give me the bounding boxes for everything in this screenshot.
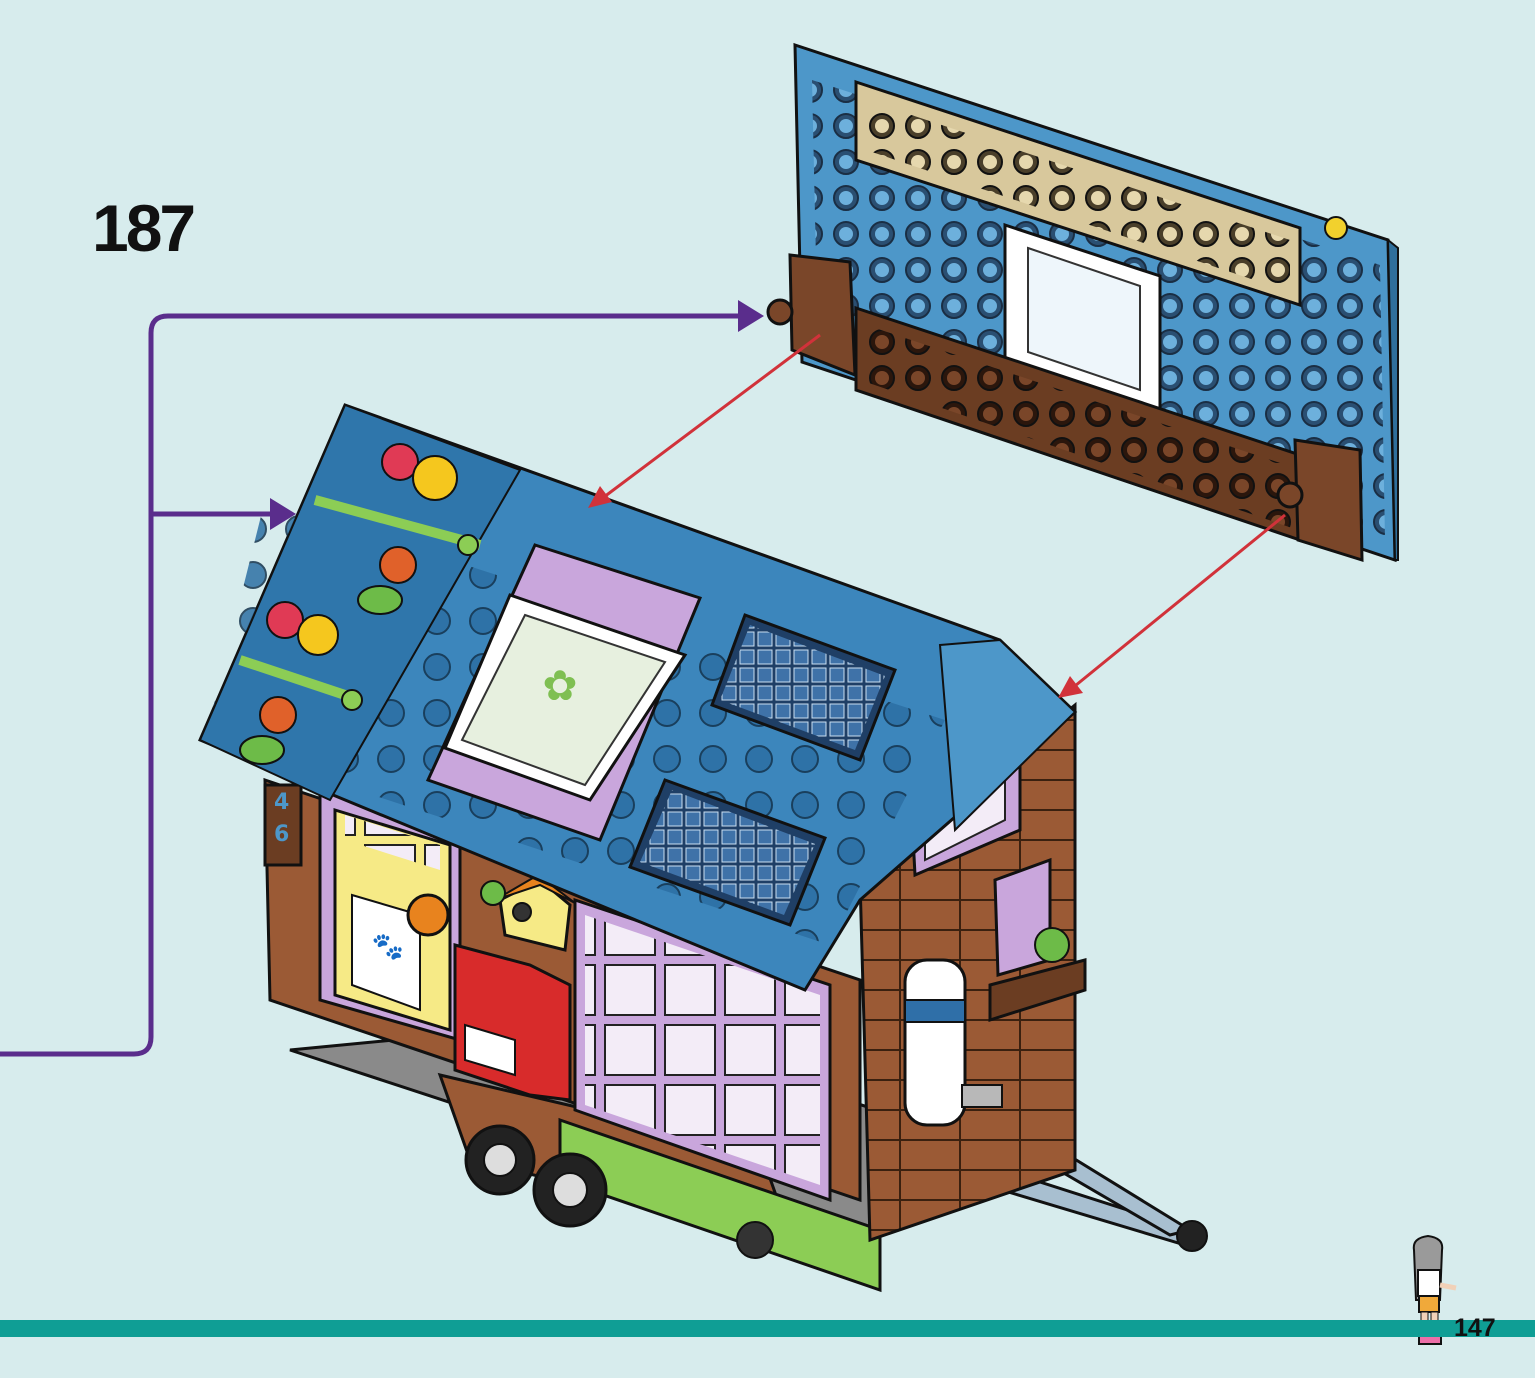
left-bracket [788, 253, 857, 378]
flower-icon [238, 443, 482, 765]
arrow-head-lower [270, 498, 296, 530]
plant-icon: ✿ [542, 661, 577, 710]
footer-bar [0, 1320, 1535, 1337]
wall-panel-subassembly [766, 42, 1399, 563]
callout-bracket [0, 300, 764, 1057]
tiny-house: 🐾 [198, 403, 1208, 1293]
plant-shelf [988, 958, 1087, 1023]
address-digit: 6 [274, 822, 290, 847]
tap [961, 1084, 1003, 1108]
page-number: 147 [1454, 1314, 1496, 1342]
address-digit: 4 [274, 790, 290, 815]
step-number: 187 [92, 191, 196, 265]
paw-print-icon: 🐾 [372, 932, 404, 962]
address-plate [263, 783, 303, 867]
arrow-head-upper [738, 300, 764, 332]
water-tank [903, 958, 967, 1127]
assembly-arrows [588, 333, 1286, 698]
yellow-knob [1324, 216, 1348, 240]
jockey-wheel [736, 1221, 774, 1259]
right-bracket [1293, 438, 1364, 563]
